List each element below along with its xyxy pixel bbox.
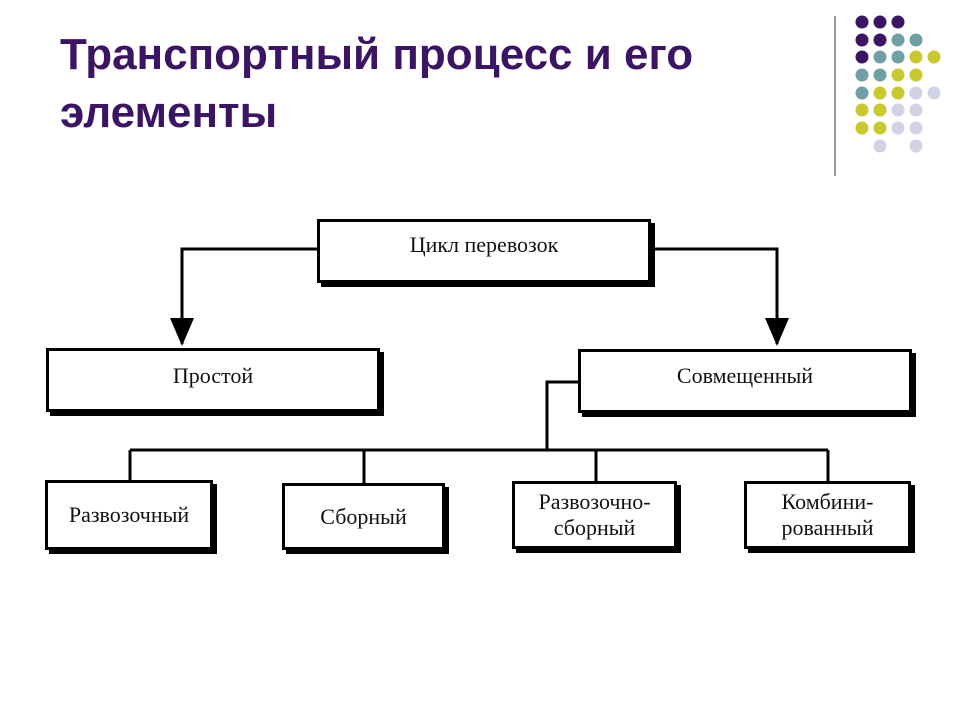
- node-distribution-collection-label: Развозочно- сборный: [538, 489, 651, 540]
- arrowhead-right: [765, 318, 789, 346]
- node-transport-cycle-label: Цикл перевозок: [409, 232, 559, 257]
- node-collection-label: Сборный: [320, 503, 407, 529]
- node-combined: Совмещенный: [578, 349, 912, 413]
- node-combined-type-label: Комбини- рованный: [781, 489, 874, 540]
- node-simple-label: Простой: [172, 363, 254, 388]
- arrow-root-to-left: [180, 247, 320, 344]
- node-distribution-label: Развозочный: [68, 502, 190, 527]
- decorative-divider: [834, 16, 836, 176]
- node-simple: Простой: [46, 348, 380, 412]
- node-distribution-collection: Развозочно- сборный: [512, 481, 677, 549]
- node-transport-cycle: Цикл перевозок: [317, 219, 651, 283]
- slide-title: Транспортный процесс и его элементы: [60, 30, 694, 137]
- connector-right-to-bus: [545, 380, 580, 450]
- node-combined-type: Комбини- рованный: [744, 481, 911, 549]
- node-distribution: Развозочный: [45, 480, 213, 550]
- arrowhead-left: [170, 318, 194, 346]
- arrow-root-to-right: [652, 247, 779, 344]
- node-combined-label: Совмещенный: [676, 363, 814, 388]
- node-collection: Сборный: [282, 483, 445, 550]
